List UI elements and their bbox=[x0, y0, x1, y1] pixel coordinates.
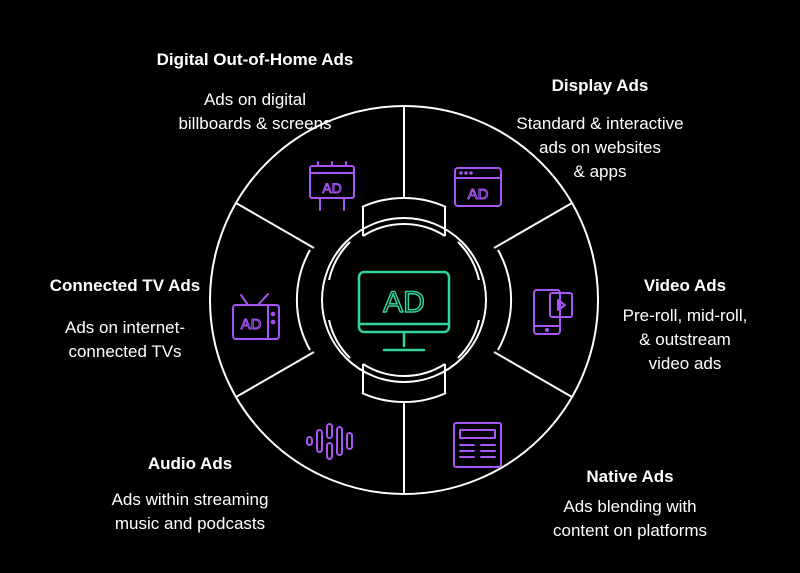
label-display-ads: Display Ads Standard & interactive ads o… bbox=[490, 76, 710, 184]
audio-wave-icon bbox=[306, 423, 353, 460]
article-layout-icon bbox=[453, 422, 502, 468]
center-ad-text: AD bbox=[383, 286, 425, 319]
title-digital-ooh: Digital Out-of-Home Ads bbox=[156, 50, 354, 69]
browser-ad-text: AD bbox=[468, 186, 489, 203]
inner-arc-top-left bbox=[328, 241, 351, 281]
spoke-bottom-left bbox=[235, 351, 315, 398]
monitor-ad-icon: AD bbox=[357, 270, 451, 352]
title-connected-tv: Connected TV Ads bbox=[49, 276, 201, 295]
desc-native-ads: Ads blending with content on platforms bbox=[552, 497, 708, 540]
label-connected-tv: Connected TV Ads Ads on internet- connec… bbox=[30, 276, 220, 364]
browser-ad-icon: AD bbox=[454, 167, 502, 207]
center-circle bbox=[321, 217, 487, 383]
title-display-ads: Display Ads bbox=[551, 76, 649, 95]
spoke-bottom-right bbox=[493, 351, 573, 398]
mobile-video-icon bbox=[533, 289, 573, 335]
desc-video-ads: Pre-roll, mid-roll, & outstream video ad… bbox=[622, 306, 748, 373]
label-digital-ooh: Digital Out-of-Home Ads Ads on digital b… bbox=[135, 50, 375, 136]
label-video-ads: Video Ads Pre-roll, mid-roll, & outstrea… bbox=[595, 276, 775, 376]
inner-arc-top bbox=[362, 222, 446, 237]
desc-digital-ooh: Ads on digital billboards & screens bbox=[178, 90, 332, 133]
label-native-ads: Native Ads Ads blending with content on … bbox=[520, 467, 740, 543]
desc-connected-tv: Ads on internet- connected TVs bbox=[64, 318, 185, 361]
label-audio-ads: Audio Ads Ads within streaming music and… bbox=[75, 454, 305, 536]
desc-display-ads: Standard & interactive ads on websites &… bbox=[516, 114, 684, 181]
spoke-top-right bbox=[493, 202, 573, 249]
mid-arc-top bbox=[361, 197, 447, 208]
tv-ad-icon: AD bbox=[232, 293, 280, 340]
title-audio-ads: Audio Ads bbox=[147, 454, 233, 473]
inner-arc-bottom-left bbox=[328, 319, 351, 359]
inner-arc-top-right bbox=[457, 241, 480, 281]
billboard-ad-text: AD bbox=[322, 180, 341, 196]
mid-arc-bottom bbox=[361, 392, 447, 403]
mid-arc-right bbox=[497, 249, 513, 351]
title-native-ads: Native Ads bbox=[586, 467, 674, 486]
desc-audio-ads: Ads within streaming music and podcasts bbox=[111, 490, 269, 533]
title-video-ads: Video Ads bbox=[643, 276, 727, 295]
inner-arc-bottom bbox=[362, 363, 446, 378]
inner-arc-bottom-right bbox=[457, 319, 480, 359]
billboard-ad-icon: AD bbox=[309, 161, 355, 211]
spoke-top-left bbox=[235, 202, 315, 249]
tv-ad-text: AD bbox=[241, 316, 262, 333]
mid-arc-left bbox=[295, 249, 311, 351]
